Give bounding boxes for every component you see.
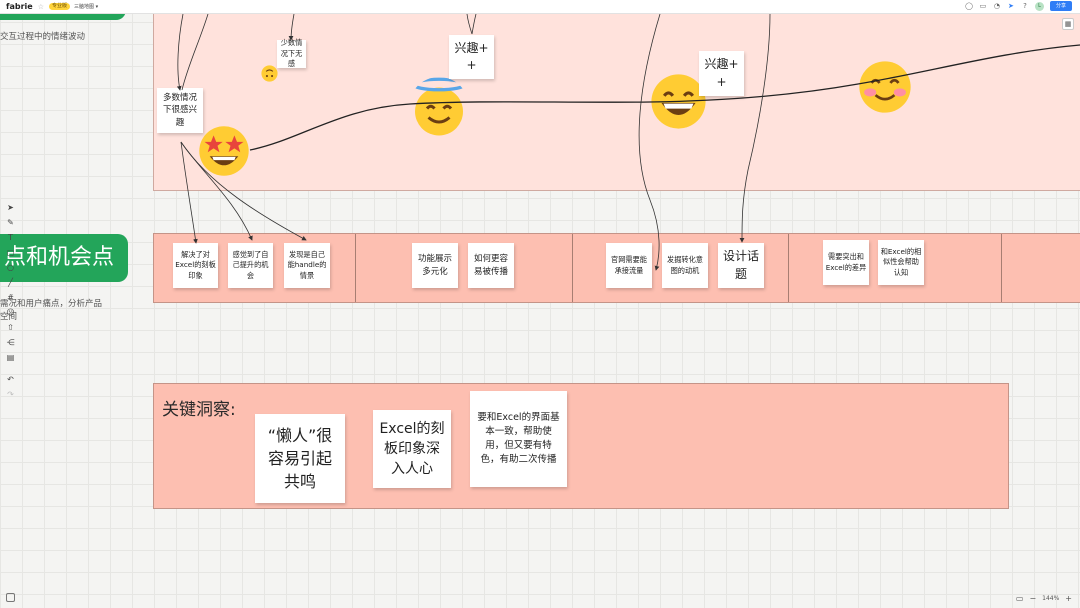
column-divider [1001,234,1002,302]
text-icon[interactable]: T [8,233,13,242]
line-icon[interactable]: ╱ [8,278,13,287]
top-right-actions: ◯ ▭ ◔ ➤ ? L 分享 [965,1,1072,11]
emotion-section-label: 交互过程中的情绪波动 [0,32,86,42]
smiling-blush-face-icon[interactable] [858,60,912,114]
insight-note[interactable]: “懒人”很容易引起共鸣 [255,414,345,503]
opportunity-note[interactable]: 和Excel的相似性会帮助认知 [878,240,924,285]
emoji-icon[interactable]: ☺ [6,308,15,317]
mindmap-icon[interactable]: ⋲ [6,338,15,347]
bell-icon[interactable]: ◔ [993,2,1001,10]
zoom-out-icon[interactable]: − [1029,594,1037,603]
opportunity-note[interactable]: 设计话题 [718,243,764,288]
opportunity-note[interactable]: 发掘转化意图的动机 [662,243,708,288]
opportunity-note[interactable]: 需要突出和Excel的差异 [823,240,869,285]
map-icon[interactable]: ▭ [1015,594,1024,603]
select-icon[interactable]: ➤ [7,203,14,212]
emotion-note-interest-2[interactable]: 兴趣+ + [699,51,744,96]
opportunity-note[interactable]: 官网需要能承接流量 [606,243,652,288]
zoom-level[interactable]: 144% [1042,595,1060,602]
desc-line: 空间 [0,312,18,322]
opportunity-note[interactable]: 如何更容易被传播 [468,243,514,288]
help-icon[interactable]: ? [1023,2,1027,10]
share-button[interactable]: 分享 [1049,1,1072,11]
undo-icon[interactable]: ↶ [7,375,14,384]
minimap-icon[interactable]: ▦ [1062,18,1074,30]
insight-note[interactable]: Excel的刻板印象深入人心 [373,410,451,488]
emotion-note-interest-1[interactable]: 兴趣+ + [449,35,494,79]
opportunity-section-title: 点和机会点 [0,234,128,282]
column-divider [788,234,789,302]
desc-line: 需况和用户痛点，分析产品 [0,299,103,309]
zoom-in-icon[interactable]: + [1065,594,1072,603]
redo-icon[interactable]: ↷ [7,390,14,399]
frame-icon[interactable]: # [7,293,14,302]
opportunity-note[interactable]: 感觉到了自己提升的机会 [228,243,273,288]
plan-badge: 专业版 [49,3,71,10]
opportunity-note[interactable]: 解决了对Excel的刻板印象 [173,243,218,288]
emotion-note-most[interactable]: 多数情况下很感兴趣 [157,88,203,133]
comment-icon[interactable]: ◯ [965,2,973,10]
present-icon[interactable]: ▭ [979,2,987,10]
pen-icon[interactable]: ✎ [7,218,14,227]
zoom-controls: ▭ − 144% + [1016,594,1072,603]
opportunity-note[interactable]: 发现是自己能handle的情景 [284,243,330,288]
opportunity-section-desc: 需况和用户痛点，分析产品 空间 [0,298,130,324]
insight-note[interactable]: 要和Excel的界面基本一致，帮助使用，但又要有特色，有助二次传播 [470,391,567,487]
opportunity-note[interactable]: 功能展示多元化 [412,243,458,288]
star-icon[interactable]: ☆ [37,2,44,11]
template-icon[interactable]: ▤ [6,353,15,362]
emotion-note-few[interactable]: 少数情况下无感 [277,38,306,68]
top-bar: fabrie ☆ 专业版 三脑地图 ▾ ◯ ▭ ◔ ➤ ? L 分享 [0,0,1080,14]
pointer-icon[interactable]: ➤ [1008,2,1014,10]
app-logo[interactable]: fabrie [6,2,33,11]
upside-down-face-icon[interactable] [261,65,278,82]
left-toolbar: ➤ ✎ T ▢ ○ ╱ # ☺ ⇧ ⋲ ▤ ↶ ↷ [3,202,18,399]
upload-icon[interactable]: ⇧ [7,323,14,332]
document-title[interactable]: 三脑地图 ▾ [74,4,99,10]
column-divider [355,234,356,302]
avatar[interactable]: L [1034,1,1044,11]
column-divider [572,234,573,302]
shape-icon[interactable]: ○ [7,263,14,272]
halo-face-icon[interactable] [409,77,469,137]
layers-icon[interactable] [6,593,15,602]
insights-title: 关键洞察: [162,400,236,420]
sticky-icon[interactable]: ▢ [6,248,15,257]
star-struck-face-icon[interactable] [198,125,250,177]
